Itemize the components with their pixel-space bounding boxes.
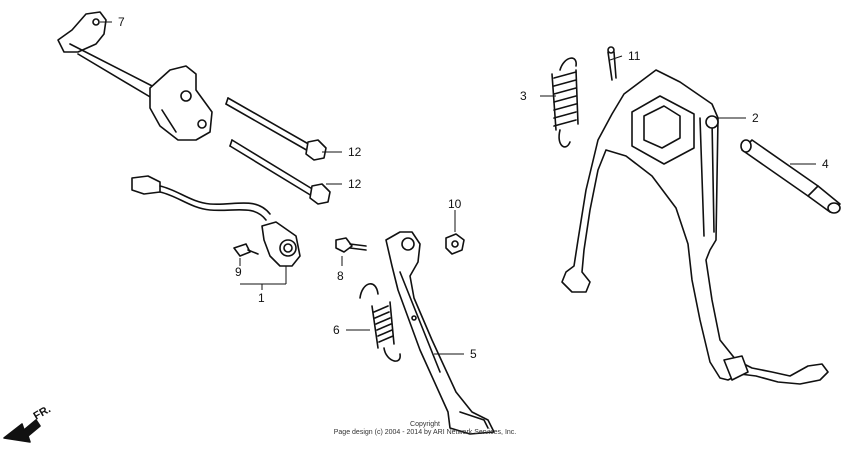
callout-10: 10	[448, 197, 462, 211]
leader-line-1	[240, 266, 287, 290]
front-direction-arrow-icon	[3, 419, 41, 443]
callout-7: 7	[118, 15, 125, 29]
nut-part	[445, 233, 465, 255]
main-stand-part	[561, 69, 829, 385]
leader-line-11	[609, 55, 623, 61]
callout-9: 9	[235, 265, 242, 279]
callout-11: 11	[628, 49, 641, 63]
copyright-label: Copyright	[410, 421, 440, 428]
side-stand-part	[385, 231, 495, 435]
callout-2: 2	[752, 111, 759, 125]
callout-6: 6	[333, 323, 340, 337]
callout-8: 8	[337, 269, 344, 283]
stand-shaft-part	[740, 139, 841, 214]
callout-12-lower: 12	[348, 177, 362, 191]
stand-pivot-bolt-part	[335, 237, 367, 253]
copyright-notice: Page design (c) 2004 - 2014 by ARI Netwo…	[333, 429, 517, 436]
switch-screw-part	[233, 243, 259, 257]
stand-switch-part	[131, 175, 301, 267]
side-stand-spring-part	[359, 283, 401, 362]
stand-bracket-part	[57, 11, 213, 141]
callout-1: 1	[258, 291, 265, 305]
callout-12-upper: 12	[348, 145, 362, 159]
callout-5: 5	[470, 347, 477, 361]
bolt-lower-part	[229, 139, 331, 205]
callout-3: 3	[520, 89, 527, 103]
main-stand-spring-part	[551, 57, 579, 148]
cotter-pin-part	[607, 46, 617, 81]
front-direction-label: FR.	[32, 403, 53, 422]
bolt-upper-part	[225, 97, 327, 161]
callout-4: 4	[822, 157, 829, 171]
